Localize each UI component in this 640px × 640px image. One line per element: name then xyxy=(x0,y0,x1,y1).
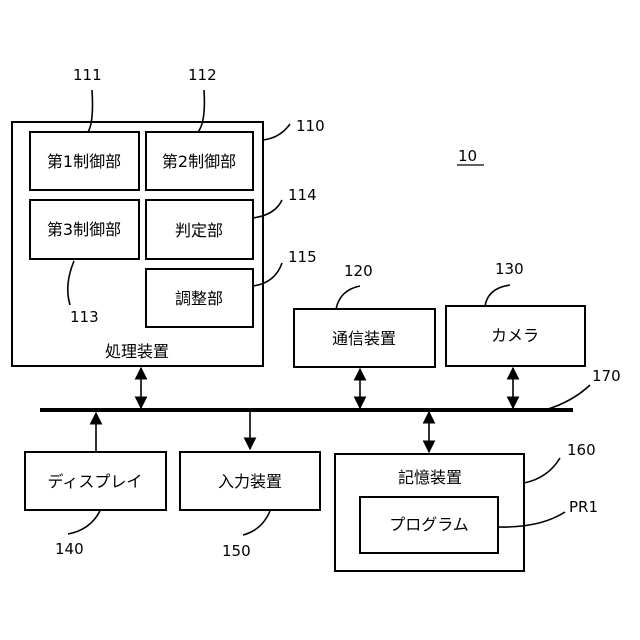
storage-label: 記憶装置 xyxy=(398,468,462,487)
ctrl2-label: 第2制御部 xyxy=(162,152,236,171)
judge-label: 判定部 xyxy=(175,221,223,240)
input-label: 入力装置 xyxy=(218,472,282,491)
adjust-label: 調整部 xyxy=(175,289,223,308)
input-leader xyxy=(243,511,270,535)
ctrl3-ref: 113 xyxy=(70,308,99,326)
ctrl2-ref: 112 xyxy=(188,66,217,84)
storage-leader xyxy=(524,458,560,483)
processor-leader xyxy=(263,124,290,140)
comm-ref: 120 xyxy=(344,262,373,280)
camera-label: カメラ xyxy=(491,326,539,345)
comm-label: 通信装置 xyxy=(332,329,396,348)
adjust-ref: 115 xyxy=(288,248,317,266)
storage-ref: 160 xyxy=(567,441,596,459)
display-label: ディスプレイ xyxy=(48,472,143,491)
program-label: プログラム xyxy=(389,515,469,534)
camera-ref: 130 xyxy=(495,260,524,278)
input-ref: 150 xyxy=(222,542,251,560)
camera-leader xyxy=(485,285,510,306)
comm-leader xyxy=(336,286,360,309)
processor-label: 処理装置 xyxy=(105,342,169,361)
bus-ref: 170 xyxy=(592,367,621,385)
ctrl1-label: 第1制御部 xyxy=(47,152,121,171)
processor-ref: 110 xyxy=(296,117,325,135)
program-ref: PR1 xyxy=(569,498,598,516)
ctrl1-ref: 111 xyxy=(73,66,102,84)
system-ref: 10 xyxy=(458,147,477,165)
judge-ref: 114 xyxy=(288,186,317,204)
bus-leader xyxy=(545,385,590,410)
display-ref: 140 xyxy=(55,540,84,558)
display-leader xyxy=(68,511,100,534)
ctrl3-label: 第3制御部 xyxy=(47,220,121,239)
